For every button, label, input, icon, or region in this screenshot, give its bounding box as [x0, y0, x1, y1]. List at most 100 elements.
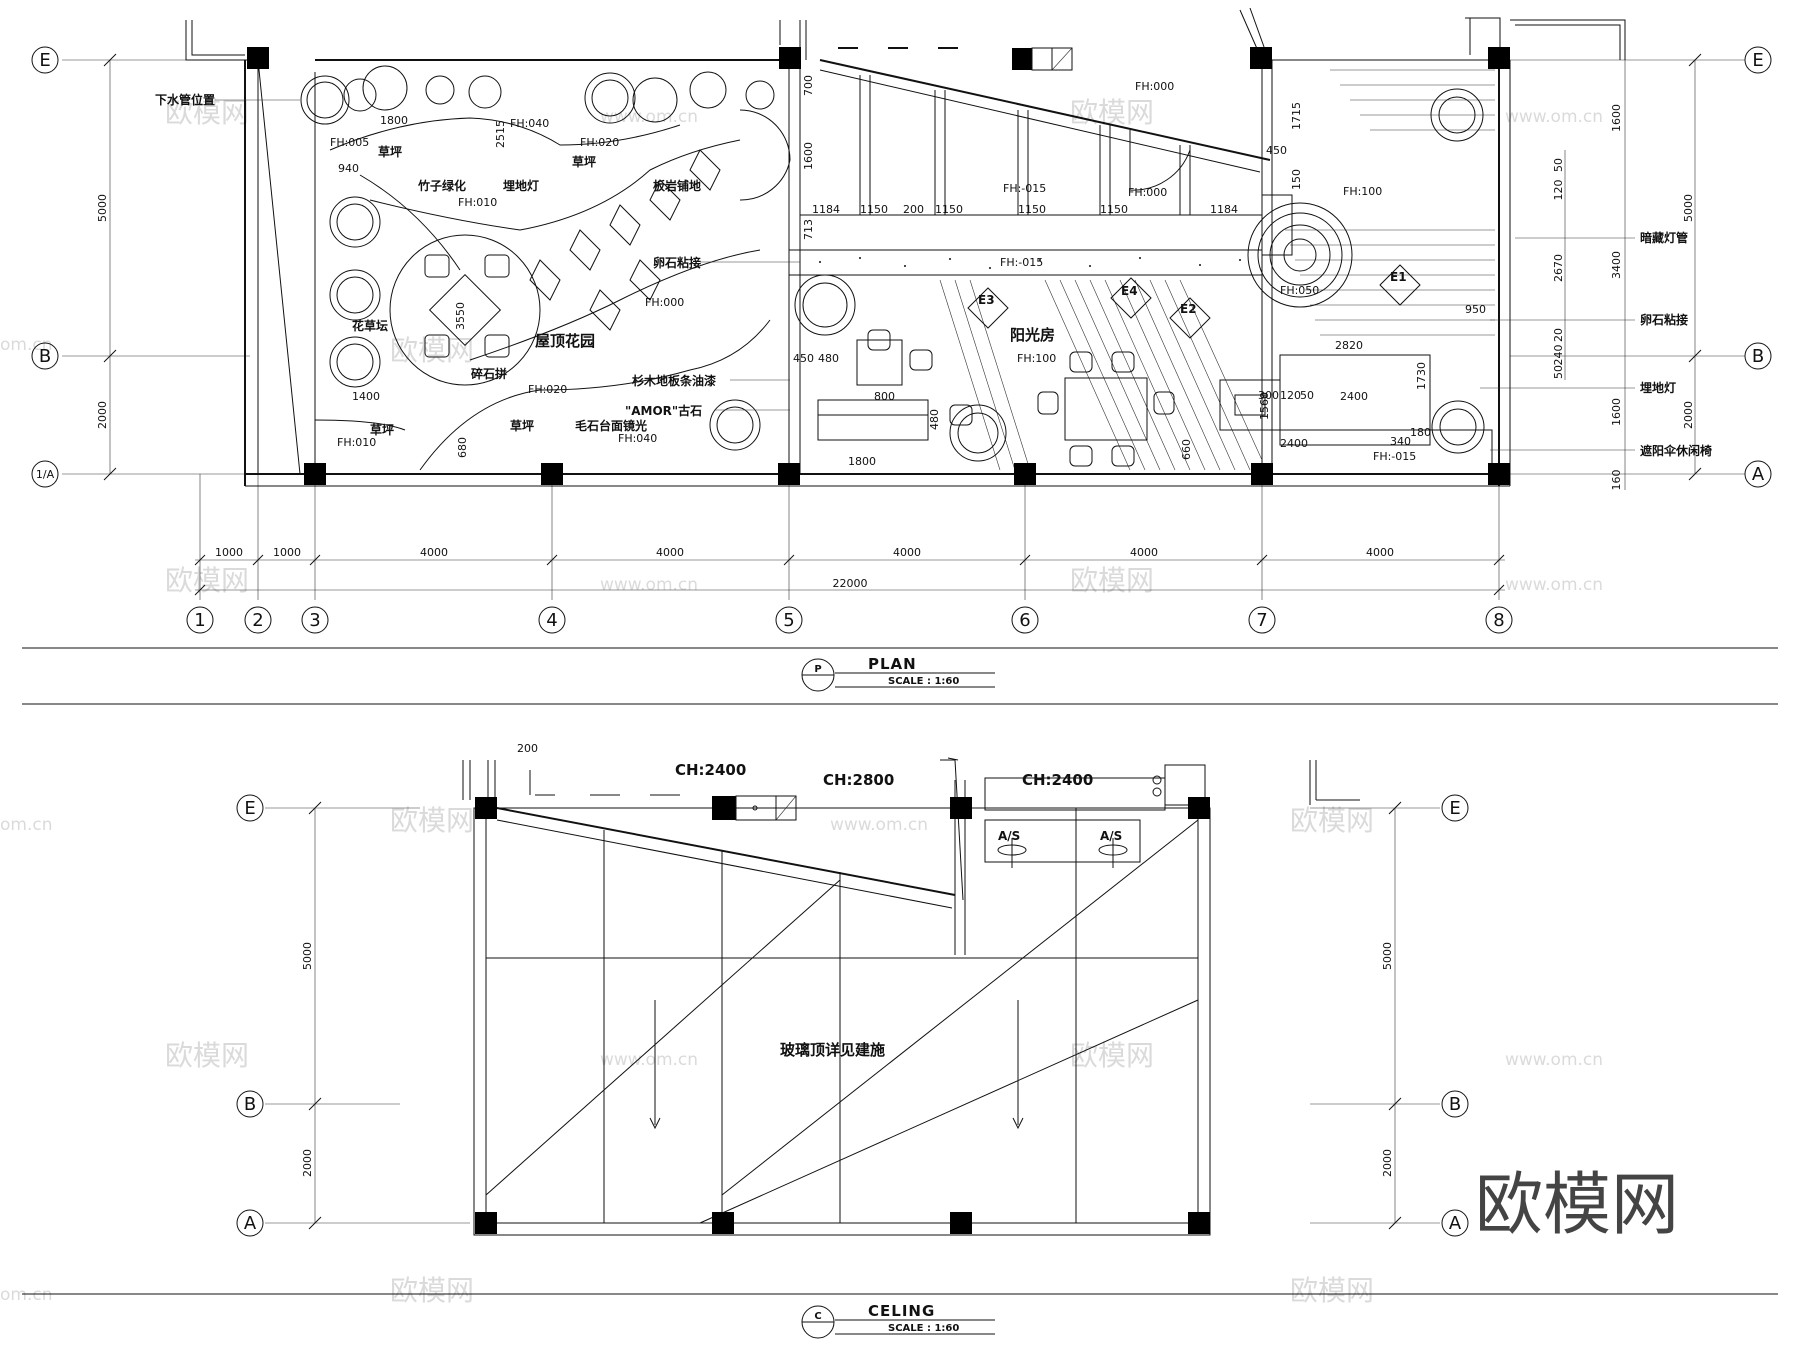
- right-inner-dim: 240: [1552, 345, 1565, 366]
- axis-label: 1: [194, 610, 205, 631]
- watermark-url: www.om.cn: [600, 575, 698, 595]
- right-inner-dim: 120: [1552, 180, 1565, 201]
- room-label-sunroom: 阳光房: [1010, 326, 1055, 344]
- misc-dim: 1600: [802, 142, 815, 170]
- dining-set: [817, 329, 1175, 467]
- axis-label: A: [1752, 464, 1765, 485]
- misc-dim: 2400: [1340, 390, 1368, 403]
- fh-level: FH:040: [510, 117, 549, 130]
- ceiling-height: CH:2400: [675, 761, 746, 779]
- right-inner-dim: 50: [1552, 365, 1565, 379]
- axis-bubble-E-left: E: [31, 46, 59, 74]
- watermark-brand: 欧模网: [165, 564, 249, 597]
- ceiling-left-dim: 5000: [301, 942, 314, 970]
- elevation-markers: E1 E2 E3 E4: [967, 264, 1421, 339]
- axis-label: 4: [546, 610, 557, 631]
- misc-dim: 1150: [860, 203, 888, 216]
- brand-logo: 欧模网: [1475, 1166, 1679, 1245]
- right-inner-dim: 1600: [1610, 398, 1623, 426]
- annotation: 草坪: [510, 418, 534, 433]
- watermark-brand: 欧模网: [390, 334, 474, 367]
- floor-levels: FH:005 FH:040 FH:020 FH:010 FH:000 FH:02…: [330, 80, 1416, 463]
- misc-dim: 2400: [1280, 437, 1308, 450]
- annotation: 卵石粘接: [1640, 312, 1688, 327]
- axis-label: 2: [252, 610, 263, 631]
- fh-level: FH:000: [645, 296, 684, 309]
- bottom-dim: 1000: [215, 546, 243, 559]
- axis-label: A: [244, 1213, 257, 1234]
- watermark-url: www.om.cn: [1505, 575, 1603, 595]
- fh-level: FH:100: [1343, 185, 1382, 198]
- axis-bubble-B-right: B: [1744, 342, 1772, 370]
- watermark-brand: 欧模网: [1070, 96, 1154, 129]
- elev-marker-label: E1: [1390, 270, 1407, 284]
- ceiling-columns: [475, 797, 1210, 1234]
- watermark-url: om.cn: [0, 335, 53, 355]
- fh-level: FH:000: [1128, 186, 1167, 199]
- ceiling-drawing: E B A E B A 5000 2000 5000 2000: [22, 742, 1778, 1339]
- watermark-brand: 欧模网: [1290, 1274, 1374, 1307]
- annotation: "AMOR"古石: [625, 403, 702, 418]
- annotation: 碎石拼: [471, 366, 507, 381]
- fh-level: FH:005: [330, 136, 369, 149]
- axis-label: 1/A: [36, 468, 55, 481]
- misc-dim: 1184: [1210, 203, 1238, 216]
- fh-level: FH:010: [458, 196, 497, 209]
- axis-label: E: [1449, 798, 1460, 819]
- plan-title-block: P PLAN SCALE : 1:60: [801, 655, 995, 692]
- annotation: 毛石台面镜光: [575, 418, 647, 433]
- misc-dim: 200: [903, 203, 924, 216]
- annotation: 卵石粘接: [653, 255, 701, 270]
- right-dim-5000: 5000: [1682, 194, 1695, 222]
- misc-dim: 300: [1258, 389, 1279, 402]
- misc-dim: 700: [802, 75, 815, 96]
- left-dim-2000: 2000: [96, 401, 109, 429]
- annotation: 草坪: [572, 154, 596, 169]
- misc-dim: 1150: [935, 203, 963, 216]
- ceiling-left-dim: 2000: [301, 1149, 314, 1177]
- misc-dim: 1730: [1415, 362, 1428, 390]
- axis-label: 7: [1256, 610, 1267, 631]
- misc-dim: 3550: [454, 302, 467, 330]
- annotation: 草坪: [378, 144, 402, 159]
- watermark-brand: 欧模网: [165, 96, 249, 129]
- axis-label: B: [1752, 346, 1764, 367]
- bottom-dim: 4000: [656, 546, 684, 559]
- fh-level: FH:-015: [1373, 450, 1416, 463]
- right-inner-dim: 160: [1610, 470, 1623, 491]
- misc-dim: 1560: [1258, 392, 1271, 420]
- misc-dim: 340: [1390, 435, 1411, 448]
- axis-label: 3: [309, 610, 320, 631]
- fh-level: FH:100: [1017, 352, 1056, 365]
- watermark-brand: 欧模网: [1070, 1039, 1154, 1072]
- patio-table-set: [389, 234, 541, 386]
- left-dim-5000: 5000: [96, 194, 109, 222]
- right-inner-dim: 20: [1552, 328, 1565, 342]
- plan-scale: SCALE : 1:60: [888, 676, 959, 687]
- misc-dim: 150: [1290, 169, 1303, 190]
- misc-dim: 1400: [352, 390, 380, 403]
- ceiling-marker: C: [814, 1311, 821, 1322]
- ceiling-axis-bubbles: E B A E B A: [236, 794, 1469, 1237]
- watermark-url: om.cn: [0, 1285, 53, 1305]
- ceiling-right-dim: 2000: [1381, 1149, 1394, 1177]
- fh-level: FH:020: [528, 383, 567, 396]
- bottom-dim: 1000: [273, 546, 301, 559]
- misc-dim: 940: [338, 162, 359, 175]
- right-inner-dim: 1600: [1610, 104, 1623, 132]
- axis-label: E: [39, 50, 50, 71]
- plan-misc-dims: 1800 2515 940 1400 3550 680 700 1600 118…: [338, 75, 1486, 468]
- axis-bubble-1A-left: 1/A: [31, 460, 59, 488]
- watermark-url: www.om.cn: [600, 1050, 698, 1070]
- room-label-roof-garden: 屋顶花园: [535, 332, 595, 350]
- misc-dim: 1150: [1100, 203, 1128, 216]
- bottom-dim: 4000: [420, 546, 448, 559]
- annotation: 花草坛: [352, 318, 388, 333]
- misc-dim: 50: [1300, 389, 1314, 402]
- watermark-url: www.om.cn: [830, 815, 928, 835]
- annotation: 暗藏灯管: [1640, 230, 1688, 245]
- axis-bubble-E-right: E: [1744, 46, 1772, 74]
- ceiling-height: CH:2800: [823, 771, 894, 789]
- axis-label: A: [1449, 1213, 1462, 1234]
